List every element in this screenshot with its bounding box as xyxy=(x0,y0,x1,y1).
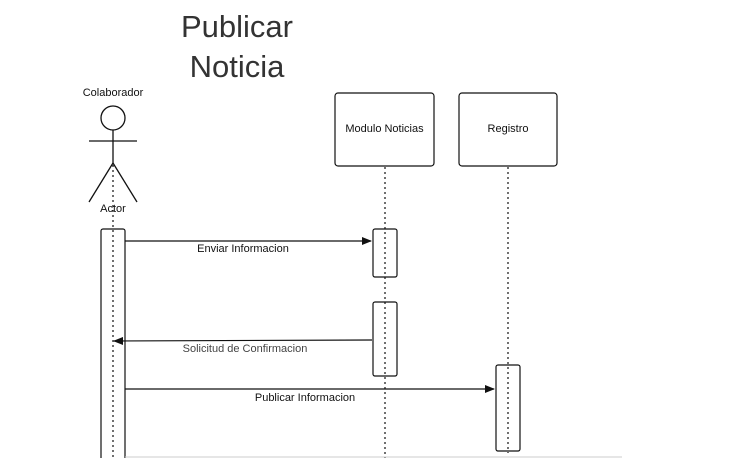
activation-bar-actor xyxy=(100,228,126,458)
participant-modulo-noticias[interactable]: Modulo Noticias xyxy=(334,92,435,167)
participant-box xyxy=(334,92,435,167)
message-publicar-informacion[interactable]: Publicar Informacion xyxy=(125,385,495,404)
participant-label: Modulo Noticias xyxy=(345,123,424,135)
actor-name: Colaborador xyxy=(83,87,144,99)
actor-label: Actor xyxy=(100,203,126,215)
participant-registro[interactable]: Registro xyxy=(458,92,558,167)
participant-box xyxy=(458,92,558,167)
participant-label: Registro xyxy=(488,123,529,135)
message-label: Solicitud de Confirmacion xyxy=(183,343,308,355)
diagram-title-line-1: Publicar xyxy=(181,9,293,44)
actor-colaborador[interactable]: Colaborador Actor xyxy=(83,87,144,215)
message-label: Publicar Informacion xyxy=(255,392,355,404)
message-arrow xyxy=(113,336,373,345)
diagram-title-line-2: Noticia xyxy=(190,49,286,84)
stick-figure-icon xyxy=(88,105,138,203)
message-enviar-informacion[interactable]: Enviar Informacion xyxy=(125,237,372,255)
message-solicitud-de-confirmacion[interactable]: Solicitud de Confirmacion xyxy=(113,336,373,355)
message-label: Enviar Informacion xyxy=(197,243,289,255)
